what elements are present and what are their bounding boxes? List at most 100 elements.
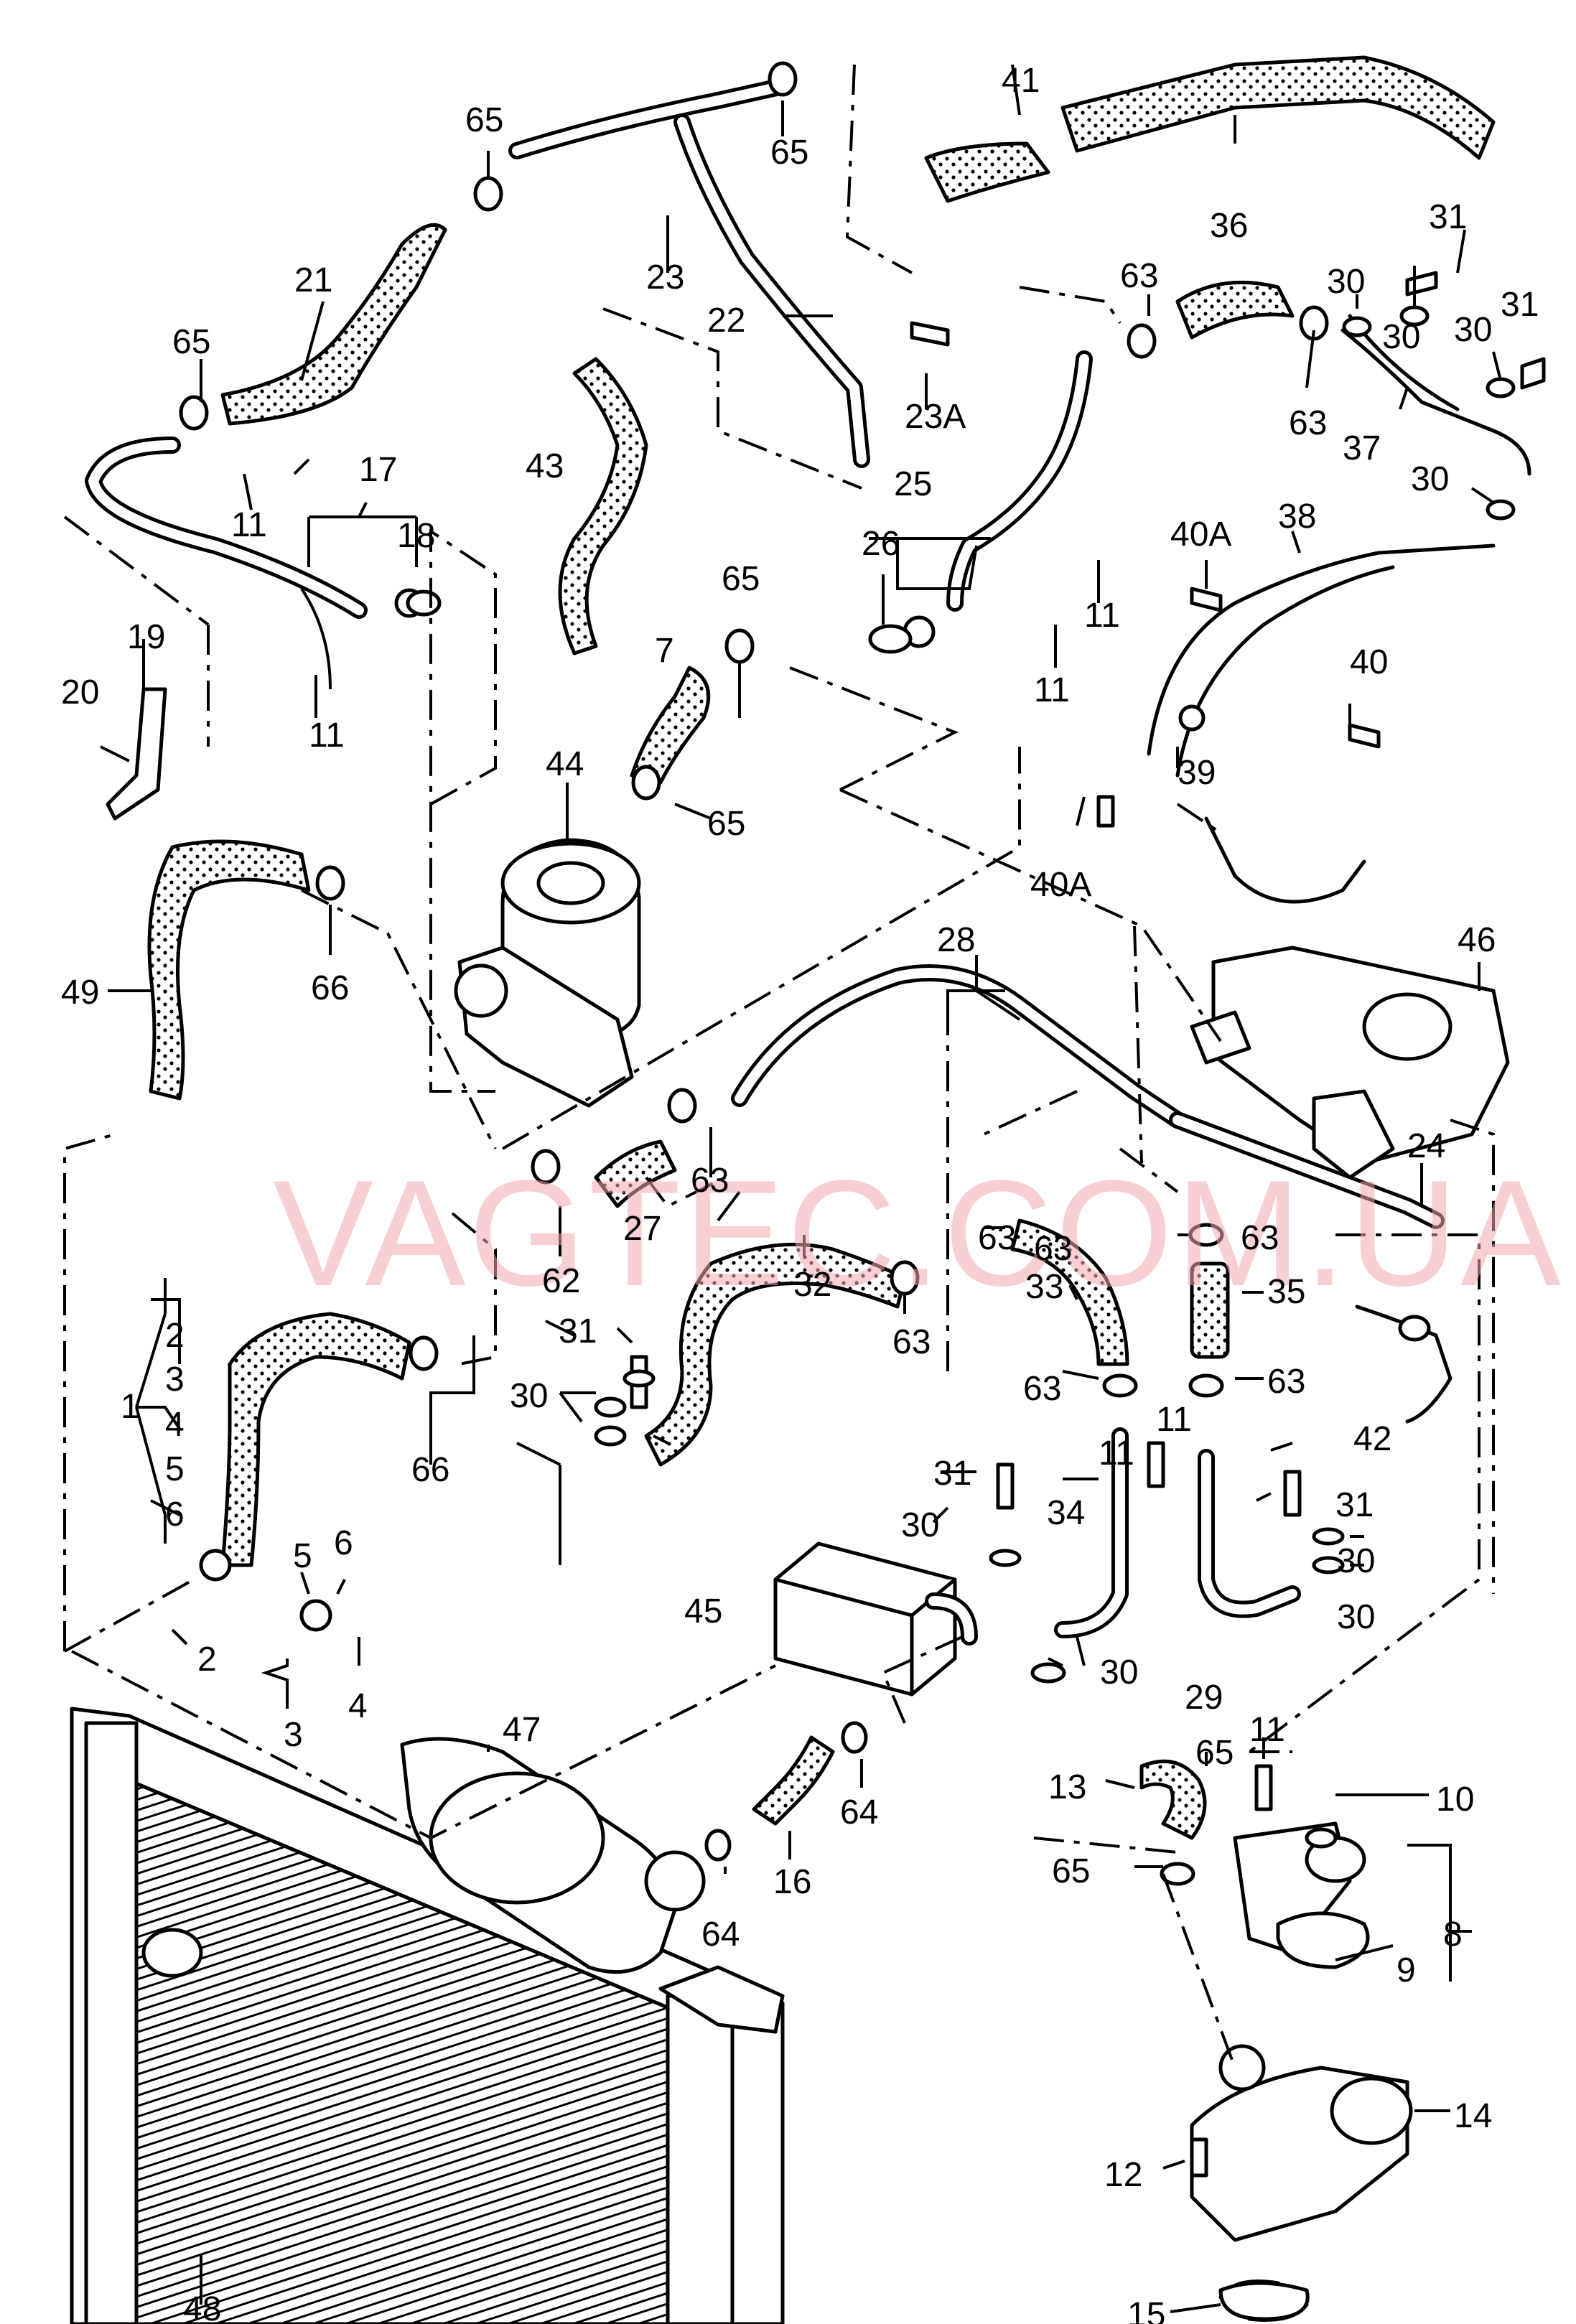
callout-31: 31 — [1501, 286, 1539, 324]
callout-65: 65 — [465, 101, 503, 139]
callout-42: 42 — [1353, 1420, 1391, 1458]
callout-63-extra: 63 — [1034, 1230, 1072, 1268]
egr-valve — [1190, 946, 1510, 1180]
callout-31: 31 — [1429, 198, 1467, 236]
callout-26: 26 — [862, 525, 900, 563]
callout-35: 35 — [1267, 1273, 1305, 1311]
callout-6: 6 — [165, 1495, 185, 1534]
callout-65: 65 — [172, 323, 210, 361]
callout-46: 46 — [1458, 921, 1496, 959]
callout-15: 15 — [1127, 2296, 1165, 2324]
callout-30: 30 — [1100, 1653, 1138, 1691]
hose-1 — [220, 1312, 411, 1567]
callout-6: 6 — [334, 1524, 353, 1562]
leader-lines — [100, 64, 1502, 2313]
thermostat-housing — [1190, 1821, 1413, 2322]
callout-30: 30 — [510, 1377, 548, 1415]
callout-62: 62 — [542, 1262, 580, 1300]
callout-10: 10 — [1436, 1781, 1474, 1819]
callout-30: 30 — [1337, 1598, 1375, 1636]
callout-36: 36 — [1210, 207, 1248, 245]
callout-30: 30 — [901, 1506, 939, 1544]
callout-30: 30 — [1337, 1542, 1375, 1580]
callout-44: 44 — [546, 745, 584, 783]
callout-43: 43 — [526, 447, 564, 485]
hose-35 — [1190, 1261, 1230, 1359]
callout-65: 65 — [722, 560, 760, 598]
hose-7 — [630, 666, 711, 785]
callout-66: 66 — [411, 1451, 449, 1489]
callout-38: 38 — [1278, 498, 1316, 536]
callout-4: 4 — [348, 1687, 368, 1725]
callout-27: 27 — [623, 1210, 661, 1248]
callout-1: 1 — [121, 1388, 140, 1426]
hose-41 — [1060, 55, 1496, 160]
callout-29: 29 — [1185, 1679, 1223, 1717]
hose-27 — [594, 1139, 677, 1208]
radiator — [70, 1707, 785, 2324]
callout-22: 22 — [707, 302, 745, 340]
callout-63: 63 — [978, 1219, 1016, 1257]
hose-33 — [1010, 1218, 1129, 1366]
oil-cooler — [773, 1541, 978, 1697]
hose-13 — [1139, 1759, 1207, 1840]
callout-40A: 40A — [1030, 866, 1091, 904]
callout-32: 32 — [793, 1266, 831, 1304]
callout-25: 25 — [894, 465, 932, 503]
hose-16 — [752, 1735, 835, 1826]
callout-14: 14 — [1454, 2097, 1492, 2135]
callout-45: 45 — [684, 1592, 722, 1630]
coolant-pump — [400, 1737, 706, 1974]
callout-31: 31 — [1335, 1486, 1374, 1524]
callout-labels: 1 2 2 3 3 4 4 5 5 6 6 7 8 9 10 11 11 11 … — [61, 62, 1539, 2324]
callout-33: 33 — [1025, 1268, 1063, 1306]
callout-17: 17 — [359, 451, 397, 489]
callout-31: 31 — [559, 1312, 597, 1350]
callout-19: 19 — [127, 618, 165, 656]
callout-2: 2 — [165, 1317, 185, 1355]
callout-63: 63 — [1267, 1363, 1305, 1401]
callout-63: 63 — [1289, 404, 1327, 442]
callout-20: 20 — [61, 673, 99, 711]
hose-36 — [1175, 280, 1295, 340]
callout-16: 16 — [773, 1863, 811, 1901]
callout-4: 4 — [165, 1406, 185, 1444]
callout-65: 65 — [707, 805, 745, 843]
callout-2: 2 — [197, 1641, 217, 1679]
fasteners — [106, 61, 1546, 2321]
callout-30: 30 — [1411, 460, 1449, 498]
callout-3: 3 — [284, 1716, 303, 1754]
oil-filter-housing — [454, 838, 641, 1108]
hose-32 — [644, 1242, 907, 1467]
callout-11: 11 — [309, 717, 345, 755]
callout-11: 11 — [1249, 1711, 1285, 1749]
callout-64: 64 — [701, 1915, 740, 1954]
callout-40A: 40A — [1170, 515, 1231, 554]
coolant-pipes — [85, 78, 1531, 1638]
callout-11: 11 — [1084, 597, 1120, 635]
callout-11: 11 — [1034, 671, 1070, 709]
callout-66: 66 — [311, 969, 349, 1007]
callout-30: 30 — [1382, 318, 1420, 356]
callout-30: 30 — [1454, 311, 1492, 349]
callout-30: 30 — [1327, 263, 1365, 301]
callout-47: 47 — [503, 1711, 541, 1749]
callout-39: 39 — [1178, 754, 1216, 792]
callout-24: 24 — [1407, 1127, 1445, 1165]
callout-5: 5 — [293, 1537, 312, 1575]
callout-34: 34 — [1047, 1494, 1085, 1532]
callout-63: 63 — [1241, 1219, 1279, 1257]
callout-65: 65 — [770, 134, 808, 172]
callout-63: 63 — [1120, 257, 1158, 295]
callout-8: 8 — [1443, 1915, 1463, 1954]
clamp-65 — [179, 395, 209, 431]
bracket-19 — [106, 687, 167, 821]
callout-7: 7 — [655, 632, 674, 670]
hose-49 — [147, 839, 311, 1101]
callout-63: 63 — [691, 1162, 729, 1200]
callout-48: 48 — [183, 2290, 221, 2324]
callout-11: 11 — [231, 506, 267, 544]
callout-37: 37 — [1343, 429, 1381, 467]
callout-23: 23 — [646, 258, 684, 297]
